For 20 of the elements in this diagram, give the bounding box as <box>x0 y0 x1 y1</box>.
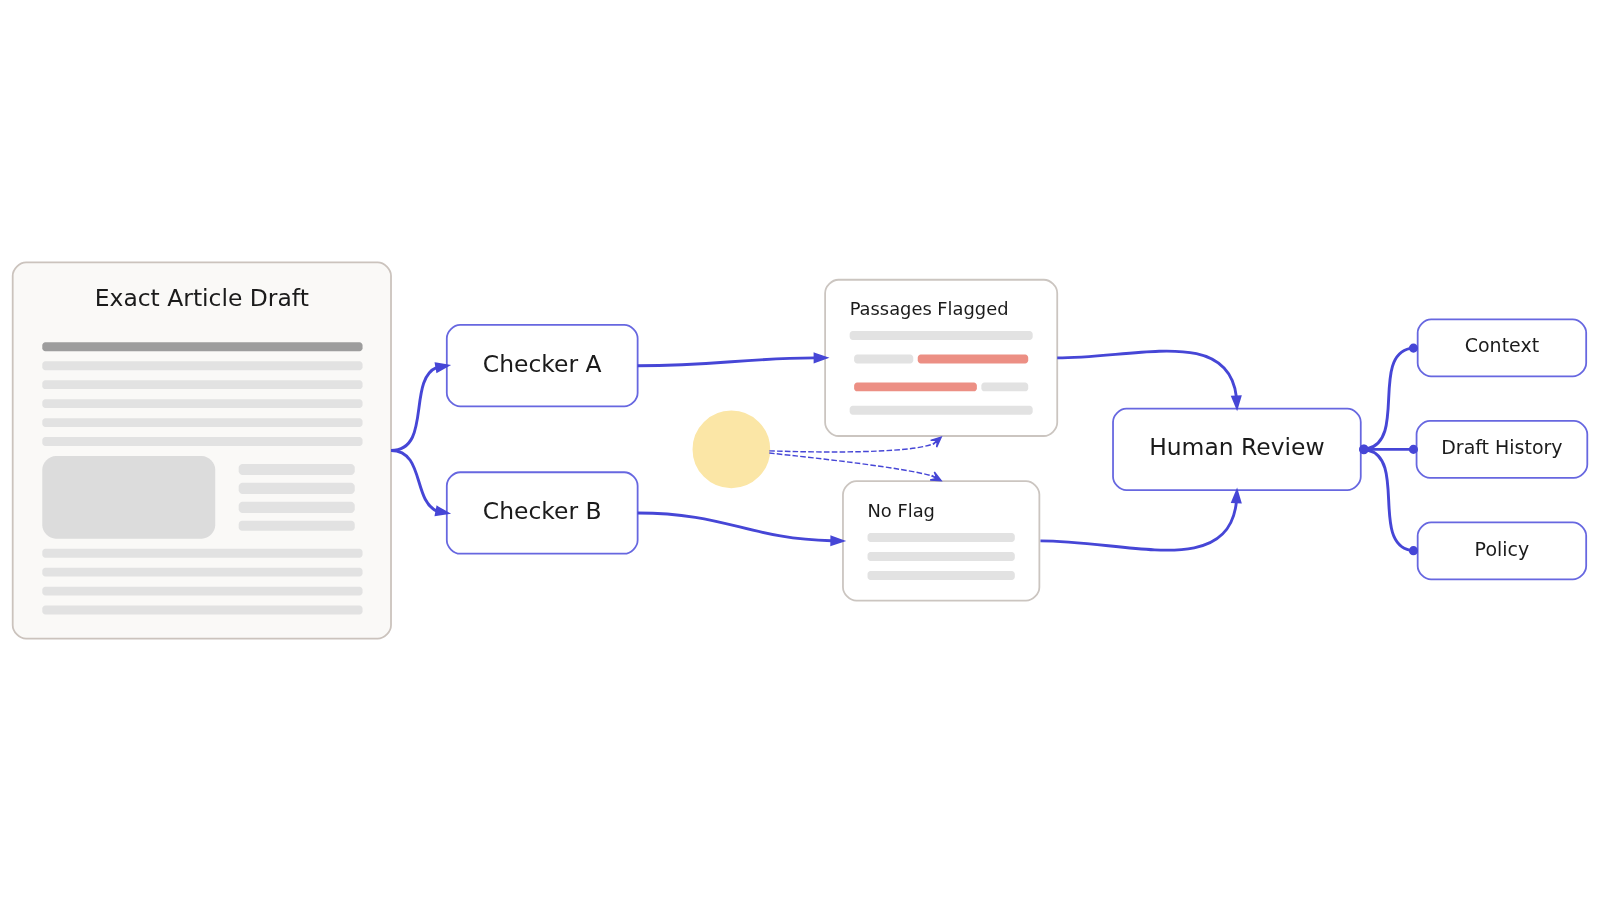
node-box: No Flag <box>842 479 1041 601</box>
node-box: Human Review <box>1112 407 1362 491</box>
node-box: Draft History <box>1415 419 1589 479</box>
arrow <box>1057 349 1242 411</box>
connector <box>1359 343 1418 454</box>
arrow <box>637 511 847 546</box>
node-box: Exact Article Draft <box>11 261 392 639</box>
arrow <box>768 435 942 453</box>
node-box: Policy <box>1416 521 1588 580</box>
node-box: Checker B <box>445 470 639 555</box>
node-box: Checker A <box>445 323 639 407</box>
node-box: Passages Flagged <box>824 278 1059 437</box>
connector <box>1359 444 1418 555</box>
node-circle <box>692 410 771 488</box>
arrow <box>1040 486 1242 552</box>
arrow <box>637 351 830 367</box>
node-box: Context <box>1416 318 1588 377</box>
connector <box>1359 444 1418 454</box>
arrow <box>768 451 942 481</box>
arrow <box>390 448 452 516</box>
